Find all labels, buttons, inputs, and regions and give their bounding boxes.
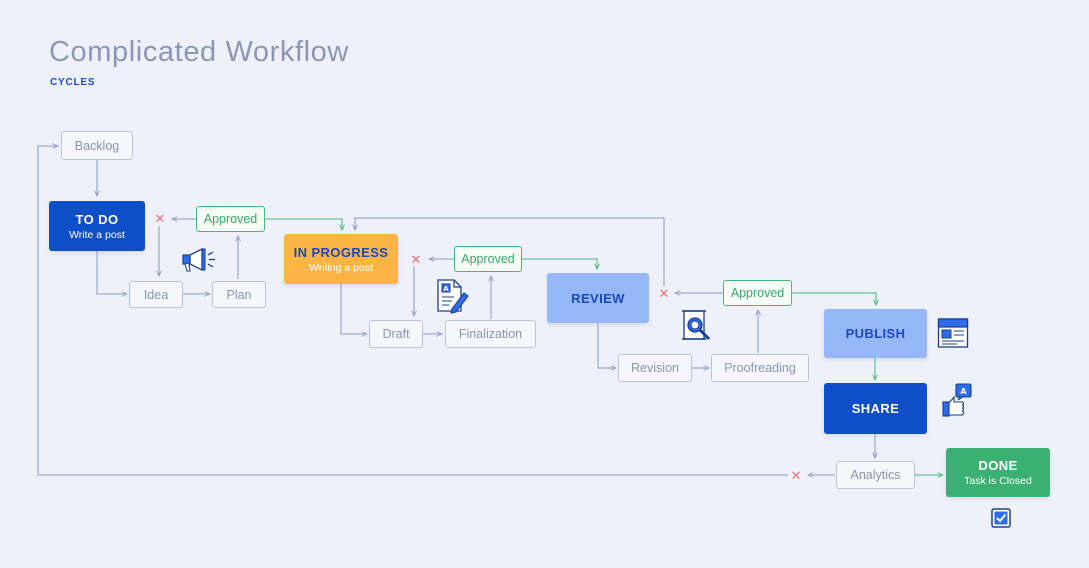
step-proofreading-label: Proofreading xyxy=(724,361,796,375)
step-idea[interactable]: Idea xyxy=(129,281,183,308)
step-draft[interactable]: Draft xyxy=(369,320,423,348)
connector-inprogress-draft xyxy=(340,284,367,334)
step-finalization[interactable]: Finalization xyxy=(445,320,536,348)
magnifier-document-icon xyxy=(682,310,711,341)
approved-badge-1[interactable]: Approved xyxy=(196,206,265,232)
connector-review-revision xyxy=(597,323,616,368)
stage-publish-label: PUBLISH xyxy=(845,326,906,341)
connector-reject-backlog xyxy=(37,146,788,476)
step-backlog-label: Backlog xyxy=(74,138,120,153)
connector-todo-idea xyxy=(96,251,127,294)
thumbs-up-icon: A xyxy=(942,383,972,417)
stage-done-sublabel: Task is Closed xyxy=(964,475,1032,487)
stage-share-label: SHARE xyxy=(851,401,900,416)
connector-approved-publish xyxy=(792,292,876,305)
megaphone-icon xyxy=(182,247,215,272)
connector-approved-inprogress xyxy=(265,218,342,230)
reject-icon-2: ✕ xyxy=(410,252,422,267)
approved-badge-2[interactable]: Approved xyxy=(454,246,522,272)
step-revision-label: Revision xyxy=(631,361,679,375)
svg-text:A: A xyxy=(960,387,967,396)
document-edit-icon: A xyxy=(437,279,469,314)
approved-badge-2-label: Approved xyxy=(461,252,515,266)
step-analytics-label: Analytics xyxy=(850,468,901,482)
step-plan[interactable]: Plan xyxy=(212,281,266,308)
stage-todo[interactable]: TO DO Write a post xyxy=(49,201,145,251)
stage-done[interactable]: DONE Task is Closed xyxy=(946,448,1050,497)
svg-text:A: A xyxy=(443,285,449,293)
stage-todo-sublabel: Write a post xyxy=(69,228,125,241)
approved-badge-1-label: Approved xyxy=(203,212,258,226)
approved-badge-3-label: Approved xyxy=(730,286,785,300)
step-backlog[interactable]: Backlog xyxy=(61,131,133,160)
stage-review[interactable]: REVIEW xyxy=(547,273,649,323)
page-subtitle: CYCLES xyxy=(50,77,96,88)
checkbox-checked-icon xyxy=(991,508,1011,528)
connector-reject-inprogress xyxy=(355,217,665,286)
stage-review-label: REVIEW xyxy=(571,290,625,306)
step-idea-label: Idea xyxy=(143,287,169,302)
newspost-icon xyxy=(937,318,969,348)
reject-icon-1: ✕ xyxy=(154,211,166,226)
step-analytics[interactable]: Analytics xyxy=(836,461,915,489)
reject-icon-3: ✕ xyxy=(658,286,670,301)
stage-in-progress[interactable]: IN PROGRESS Writing a post xyxy=(284,234,398,284)
step-draft-label: Draft xyxy=(382,327,410,341)
stage-share[interactable]: SHARE xyxy=(824,383,927,434)
stage-done-label: DONE xyxy=(978,458,1018,473)
step-revision[interactable]: Revision xyxy=(618,354,692,382)
stage-in-progress-sublabel: Writing a post xyxy=(309,261,373,274)
connector-approved-review xyxy=(522,258,597,269)
stage-todo-label: TO DO xyxy=(75,211,119,227)
step-proofreading[interactable]: Proofreading xyxy=(711,354,809,382)
stage-in-progress-label: IN PROGRESS xyxy=(293,244,389,260)
step-finalization-label: Finalization xyxy=(458,327,523,341)
page-title: Complicated Workflow xyxy=(49,36,349,68)
step-plan-label: Plan xyxy=(226,287,252,302)
approved-badge-3[interactable]: Approved xyxy=(723,280,792,306)
stage-publish[interactable]: PUBLISH xyxy=(824,309,927,358)
reject-icon-4: ✕ xyxy=(790,468,802,483)
